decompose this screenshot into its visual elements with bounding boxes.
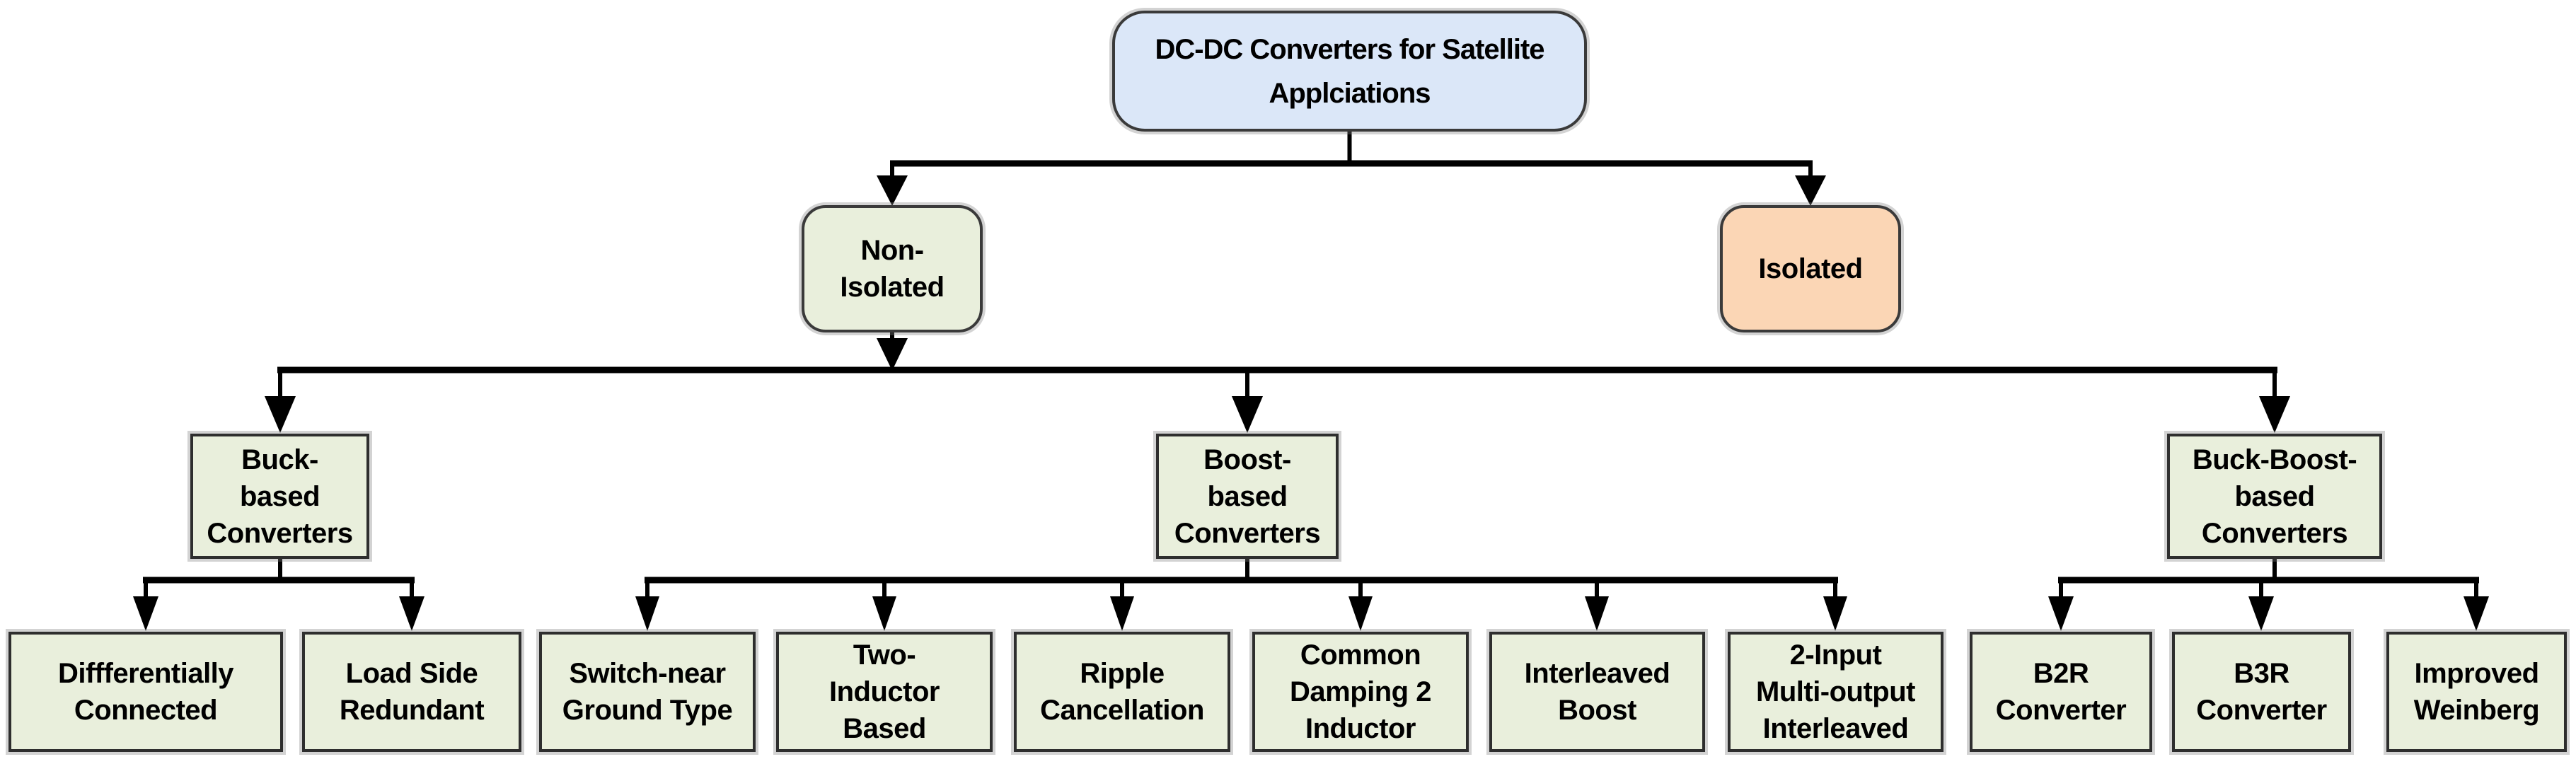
- arrow-down-icon: [2248, 596, 2274, 631]
- node-label: Diffferentially Connected: [57, 658, 234, 726]
- node-2-input-multi-output-interleaved: 2-Input Multi-output Interleaved: [1728, 632, 1943, 752]
- node-ripple-cancellation: Ripple Cancellation: [1014, 632, 1230, 752]
- arrow-down-icon: [1110, 596, 1134, 631]
- connector-boost-to-leaves: [635, 559, 1847, 631]
- node-label: Buck-Boost- based Converters: [2192, 444, 2357, 549]
- node-non-isolated: Non- Isolated: [802, 205, 983, 332]
- arrow-down-icon: [399, 596, 424, 631]
- arrow-down-icon: [1795, 175, 1826, 206]
- node-buck-boost-based-converters: Buck-Boost- based Converters: [2167, 434, 2382, 559]
- arrow-down-icon: [2464, 596, 2489, 631]
- node-root: DC-DC Converters for Satellite Applciati…: [1112, 11, 1587, 132]
- node-switch-near-ground-type: Switch-near Ground Type: [539, 632, 756, 752]
- arrow-down-icon: [1232, 396, 1263, 433]
- node-interleaved-boost: Interleaved Boost: [1489, 632, 1705, 752]
- node-two-inductor-based: Two- Inductor Based: [776, 632, 993, 752]
- node-label: Isolated: [1758, 253, 1863, 284]
- node-common-damping-2-inductor: Common Damping 2 Inductor: [1252, 632, 1469, 752]
- node-buck-based-converters: Buck- based Converters: [190, 434, 369, 559]
- node-b2r-converter: B2R Converter: [1970, 632, 2152, 752]
- connector-buck-boost-to-leaves: [2048, 559, 2489, 631]
- connector-buck-to-leaves: [133, 559, 424, 631]
- connector-non-isolated-to-level3: [265, 332, 2290, 433]
- arrow-down-icon: [635, 596, 659, 631]
- node-improved-weinberg: Improved Weinberg: [2386, 632, 2567, 752]
- node-differentially-connected: Diffferentially Connected: [8, 632, 283, 752]
- arrow-down-icon: [877, 175, 908, 206]
- node-label: Two- Inductor Based: [829, 639, 940, 744]
- node-label: Common Damping 2 Inductor: [1290, 639, 1431, 744]
- arrow-down-icon: [133, 596, 158, 631]
- node-label: Interleaved Boost: [1524, 658, 1670, 726]
- arrow-down-icon: [1348, 596, 1373, 631]
- arrow-down-icon: [1585, 596, 1609, 631]
- node-boost-based-converters: Boost- based Converters: [1156, 434, 1339, 559]
- node-b3r-converter: B3R Converter: [2172, 632, 2351, 752]
- node-label: 2-Input Multi-output Interleaved: [1756, 639, 1916, 744]
- connector-root-to-level2: [877, 132, 1826, 206]
- node-load-side-redundant: Load Side Redundant: [302, 632, 521, 752]
- node-label: Switch-near Ground Type: [562, 658, 733, 726]
- node-label: Improved Weinberg: [2413, 658, 2540, 726]
- node-label: Ripple Cancellation: [1040, 658, 1204, 726]
- node-label: Boost- based Converters: [1174, 444, 1321, 549]
- node-label: Load Side Redundant: [339, 658, 485, 726]
- node-label: B2R Converter: [1995, 658, 2127, 726]
- arrow-down-icon: [877, 338, 908, 371]
- arrow-down-icon: [2259, 396, 2290, 433]
- arrow-down-icon: [2048, 596, 2074, 631]
- arrow-down-icon: [872, 596, 896, 631]
- arrow-down-icon: [265, 396, 296, 433]
- arrow-down-icon: [1823, 596, 1847, 631]
- node-label: Buck- based Converters: [207, 444, 353, 549]
- node-label: DC-DC Converters for Satellite Applciati…: [1155, 33, 1544, 109]
- node-isolated: Isolated: [1720, 205, 1901, 332]
- node-label: Non- Isolated: [840, 235, 945, 303]
- node-label: B3R Converter: [2196, 658, 2327, 726]
